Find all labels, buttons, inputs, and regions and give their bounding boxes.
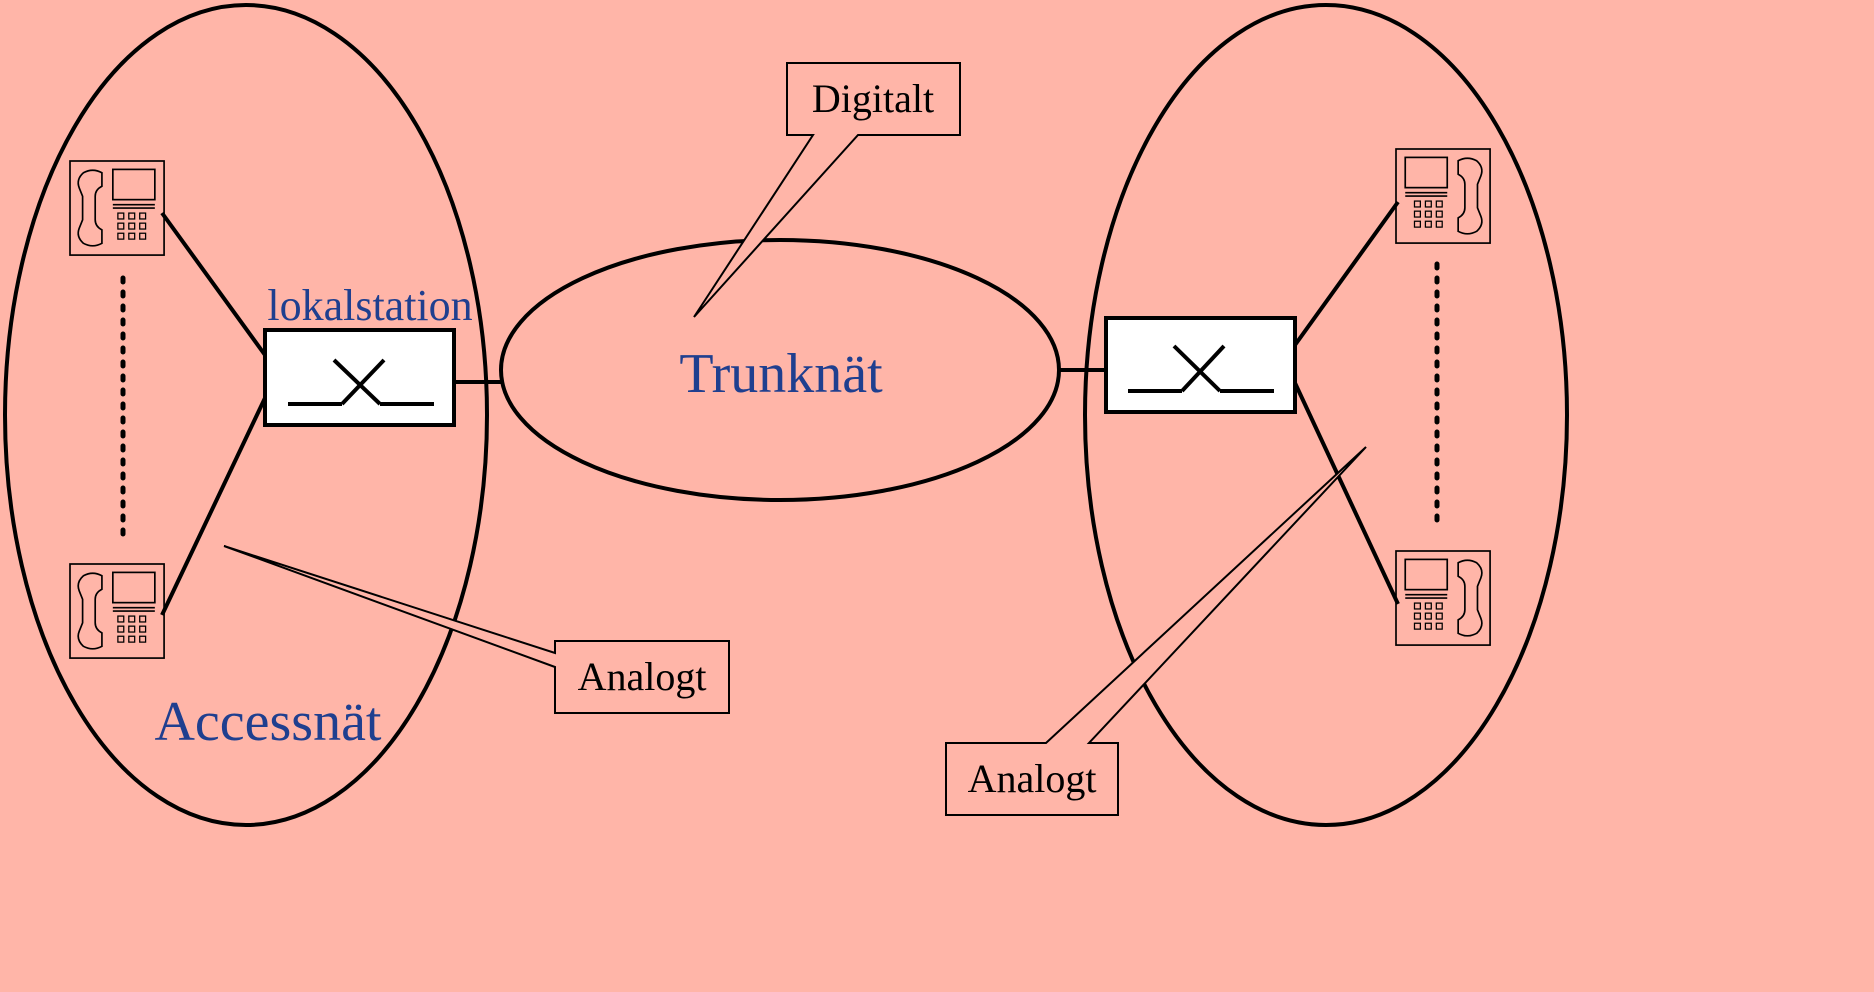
accessnat-label: Accessnät [154, 691, 381, 753]
line-right-exchange-to-phone-top [1293, 200, 1400, 347]
line-phone-top-left-to-exchange [160, 211, 267, 357]
callout-digitalt-label: Digitalt [812, 76, 934, 121]
exchange-switch-icon [1128, 344, 1274, 393]
callout-analogt-right: Analogt [945, 446, 1367, 816]
lokalstation-label: lokalstation [267, 281, 472, 330]
telephone-icon [69, 160, 165, 256]
left-local-exchange [263, 328, 456, 427]
callout-analogt-left-label: Analogt [578, 654, 707, 699]
line-phone-bottom-left-to-exchange [160, 397, 267, 616]
callout-analogt-left: Analogt [223, 545, 730, 714]
left-access-network-ellipse [3, 3, 489, 827]
trunknat-label: Trunknät [679, 343, 883, 405]
line-right-exchange-to-phone-bottom [1293, 382, 1400, 605]
telephone-icon [1396, 551, 1490, 645]
callout-analogt-right-label: Analogt [968, 756, 1097, 801]
right-access-network-ellipse [1083, 3, 1569, 827]
telephone-icon [69, 563, 165, 659]
callout-digitalt: Digitalt [693, 62, 961, 318]
exchange-switch-icon [288, 358, 434, 406]
telephone-icon [1396, 149, 1490, 243]
right-local-exchange [1104, 316, 1297, 414]
